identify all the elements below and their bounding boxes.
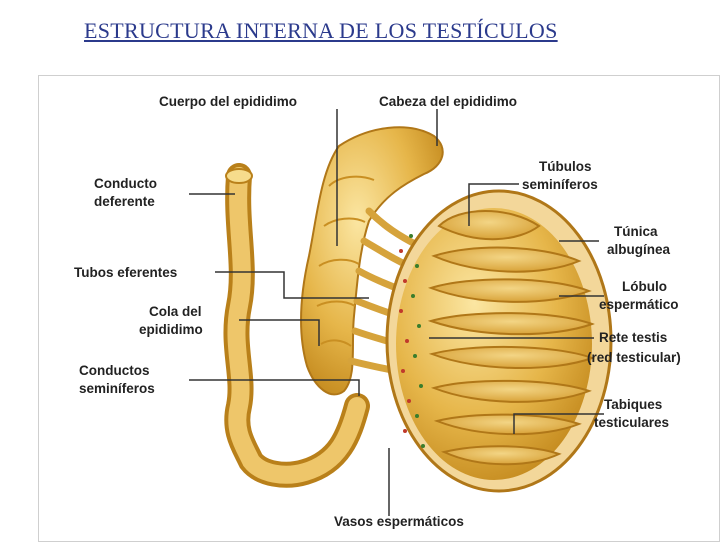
- label-cola-epididimo-2: epididimo: [139, 322, 203, 337]
- label-cola-epididimo: Cola del: [149, 304, 202, 319]
- label-lobulo-2: espermático: [599, 297, 679, 312]
- label-rete-testis-2: (red testicular): [587, 350, 681, 365]
- page-title: ESTRUCTURA INTERNA DE LOS TESTÍCULOS: [84, 18, 558, 43]
- label-lobulo: Lóbulo: [622, 279, 667, 294]
- label-rete-testis: Rete testis: [599, 330, 667, 345]
- label-cuerpo-epididimo: Cuerpo del epididimo: [159, 94, 297, 109]
- label-tubos-eferentes: Tubos eferentes: [74, 265, 177, 280]
- label-cabeza-epididimo: Cabeza del epididimo: [379, 94, 517, 109]
- label-tunica-2: albugínea: [607, 242, 671, 257]
- label-vasos-espermaticos: Vasos espermáticos: [334, 514, 464, 529]
- leader-lines: [189, 109, 604, 516]
- label-tubulos-seminiferos-2: seminíferos: [522, 177, 598, 192]
- label-tunica: Túnica: [614, 224, 658, 239]
- label-tabiques-2: testiculares: [594, 415, 669, 430]
- label-conductos-seminiferos-2: seminíferos: [79, 381, 155, 396]
- label-conducto-deferente-2: deferente: [94, 194, 155, 209]
- testiculo-shape: [385, 189, 613, 493]
- testis-diagram: Cuerpo del epididimo Cabeza del epididim…: [38, 75, 720, 542]
- label-tubulos-seminiferos: Túbulos: [539, 159, 592, 174]
- label-tabiques: Tabiques: [604, 397, 662, 412]
- conducto-deferente-shape: [223, 163, 370, 488]
- label-conducto-deferente: Conducto: [94, 176, 157, 191]
- label-conductos-seminiferos: Conductos: [79, 363, 150, 378]
